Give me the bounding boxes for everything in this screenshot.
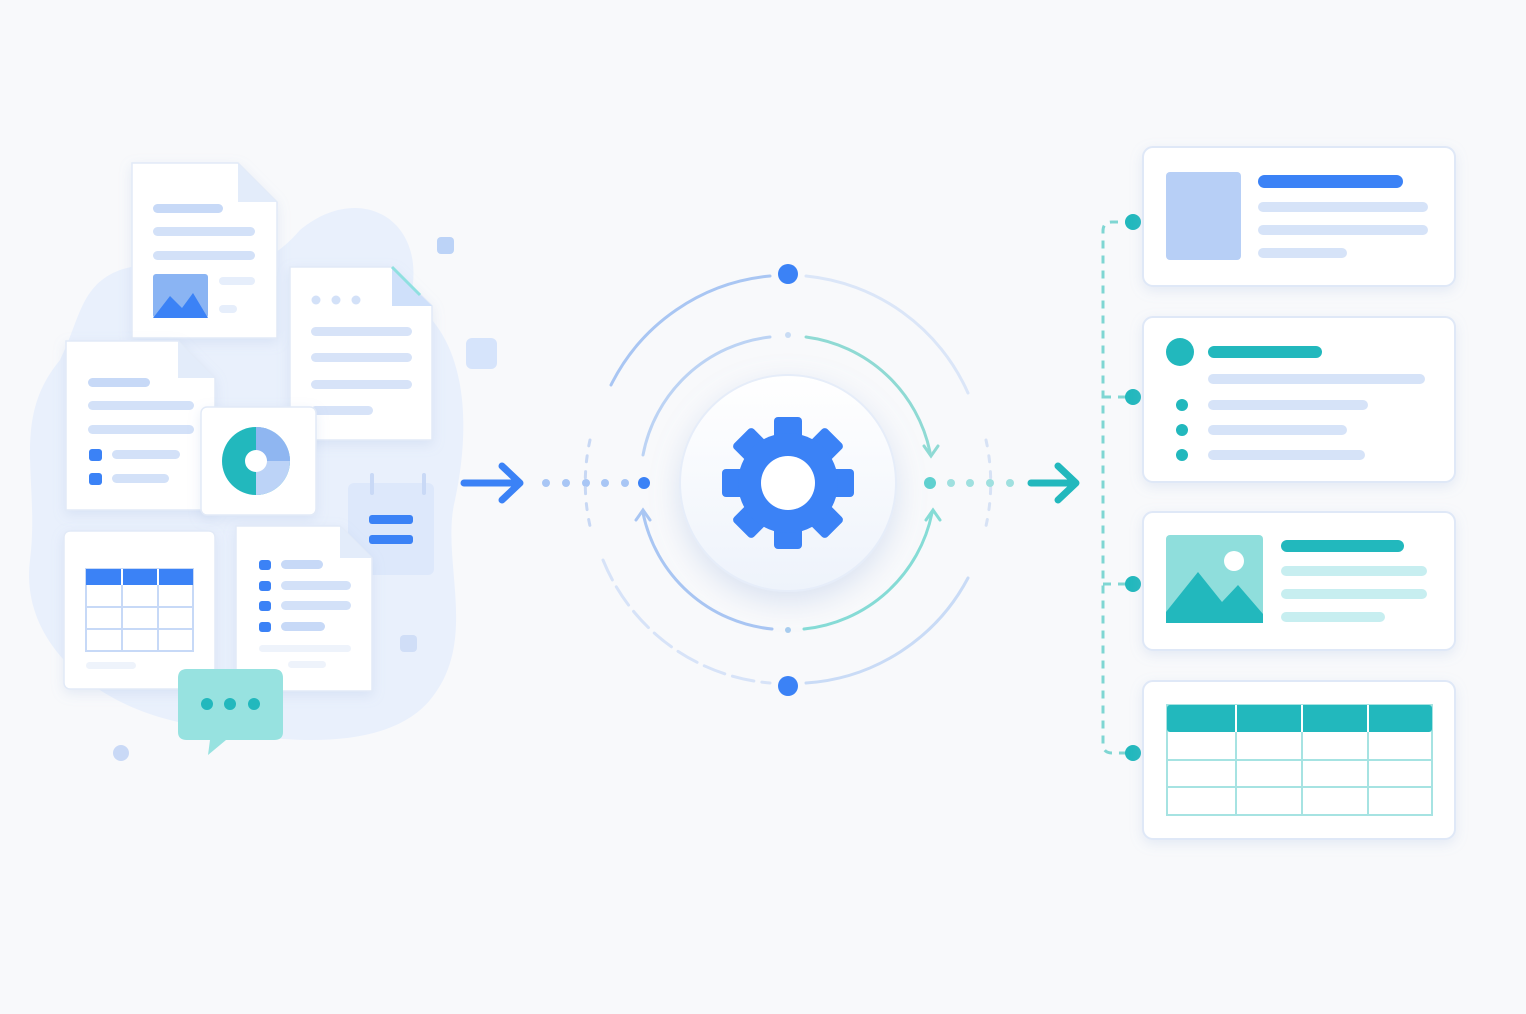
image-document [131,162,278,339]
output-card-table [1142,680,1456,840]
image-icon [1166,535,1263,623]
orbit-node-bottom [778,676,798,696]
floating-square [400,635,417,652]
connector-node [1125,214,1141,230]
processor-hub [583,264,993,696]
output-card-list [1142,316,1456,483]
arrow-right-icon [1027,462,1080,504]
bullet-list-document [235,525,373,692]
checklist-document [65,340,216,511]
input-documents-cluster [29,162,497,761]
arrow-right-icon [460,462,524,504]
text-document [289,265,433,441]
orbit-node-top [778,264,798,284]
output-flow [924,462,1080,504]
connector-node [1125,576,1141,592]
chat-bubble [178,669,283,755]
donut-chart-icon [222,427,290,495]
calendar-note [348,473,434,575]
bullet-list-icon [259,560,351,632]
floating-square [437,237,454,254]
calendar-icon [369,473,426,544]
gear-icon [722,417,854,549]
spreadsheet-document [63,530,216,690]
floating-square [466,338,497,369]
connector-node [1125,389,1141,405]
output-card-text-block [1142,146,1456,287]
image-placeholder-icon [1166,172,1241,260]
table-icon [1166,704,1433,816]
output-connector [1101,214,1141,761]
checklist-icon [89,449,180,485]
image-icon [153,274,208,318]
output-card-media [1142,511,1456,651]
bullet-list-icon [1176,399,1368,461]
input-flow [460,462,650,504]
connector-node [1125,745,1141,761]
chart-card [200,406,317,516]
floating-dot [113,745,129,761]
table-icon [85,568,194,652]
chat-icon [201,698,260,710]
